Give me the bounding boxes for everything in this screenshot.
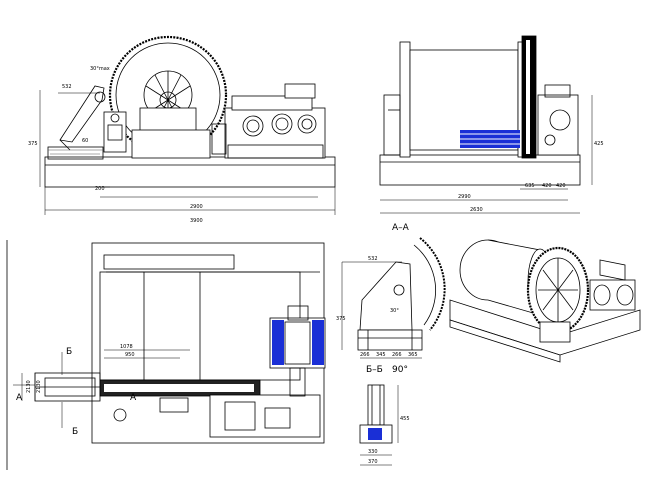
- fv-dim-offset: 200: [95, 186, 105, 192]
- sv-dim-2990: 2990: [458, 194, 471, 200]
- section-mark-b-bottom: Б: [72, 427, 78, 437]
- aa-dim-b3: 266: [392, 352, 402, 358]
- bb-dim-h: 455: [400, 416, 410, 422]
- side-view: [379, 35, 593, 214]
- aa-dim-height: 375: [336, 316, 346, 322]
- section-bb: [359, 384, 399, 466]
- pv-dim-950: 950: [125, 352, 135, 358]
- gearbox: [224, 83, 326, 159]
- aa-dim-b1: 266: [360, 352, 370, 358]
- section-bb-rotation: 90°: [392, 365, 408, 375]
- pv-dim-2130a: 2130: [26, 380, 32, 393]
- sv-dim-635: 635: [525, 183, 535, 189]
- section-mark-a-center: А: [130, 393, 137, 403]
- aa-dim-b2: 345: [376, 352, 386, 358]
- isometric-view: [449, 239, 641, 363]
- aa-dim-b4: 365: [408, 352, 418, 358]
- coupling-highlight: [460, 130, 520, 148]
- section-aa: [341, 237, 446, 359]
- bb-dim-b2: 370: [368, 459, 378, 465]
- bb-dim-b1: 330: [368, 449, 378, 455]
- plan-motor-highlight: [269, 305, 326, 397]
- fv-dim-angle: 30°max: [90, 66, 110, 72]
- sv-dim-height: 425: [594, 141, 604, 147]
- section-mark-a-left: А: [16, 393, 23, 403]
- sv-dim-420b: 420: [556, 183, 566, 189]
- section-aa-title: А–А: [392, 223, 410, 233]
- fv-dim-total-width: 3900: [190, 218, 203, 224]
- pv-dim-2130b: 2130: [36, 380, 42, 393]
- fv-dim-arm-top: 532: [62, 84, 72, 90]
- section-mark-b-top: Б: [66, 347, 72, 357]
- fv-dim-height: 375: [28, 141, 38, 147]
- section-bb-title: Б–Б: [366, 365, 383, 375]
- aa-dim-angle: 30°: [390, 308, 399, 314]
- sv-dim-420a: 420: [542, 183, 552, 189]
- plan-view: [13, 242, 326, 444]
- fv-dim-inner-width: 2900: [190, 204, 203, 210]
- aa-dim-top: 532: [368, 256, 378, 262]
- front-view: [39, 35, 336, 215]
- pv-dim-1078: 1078: [120, 344, 133, 350]
- sv-dim-2630: 2630: [470, 207, 483, 213]
- fv-dim-rad: 60: [82, 138, 88, 144]
